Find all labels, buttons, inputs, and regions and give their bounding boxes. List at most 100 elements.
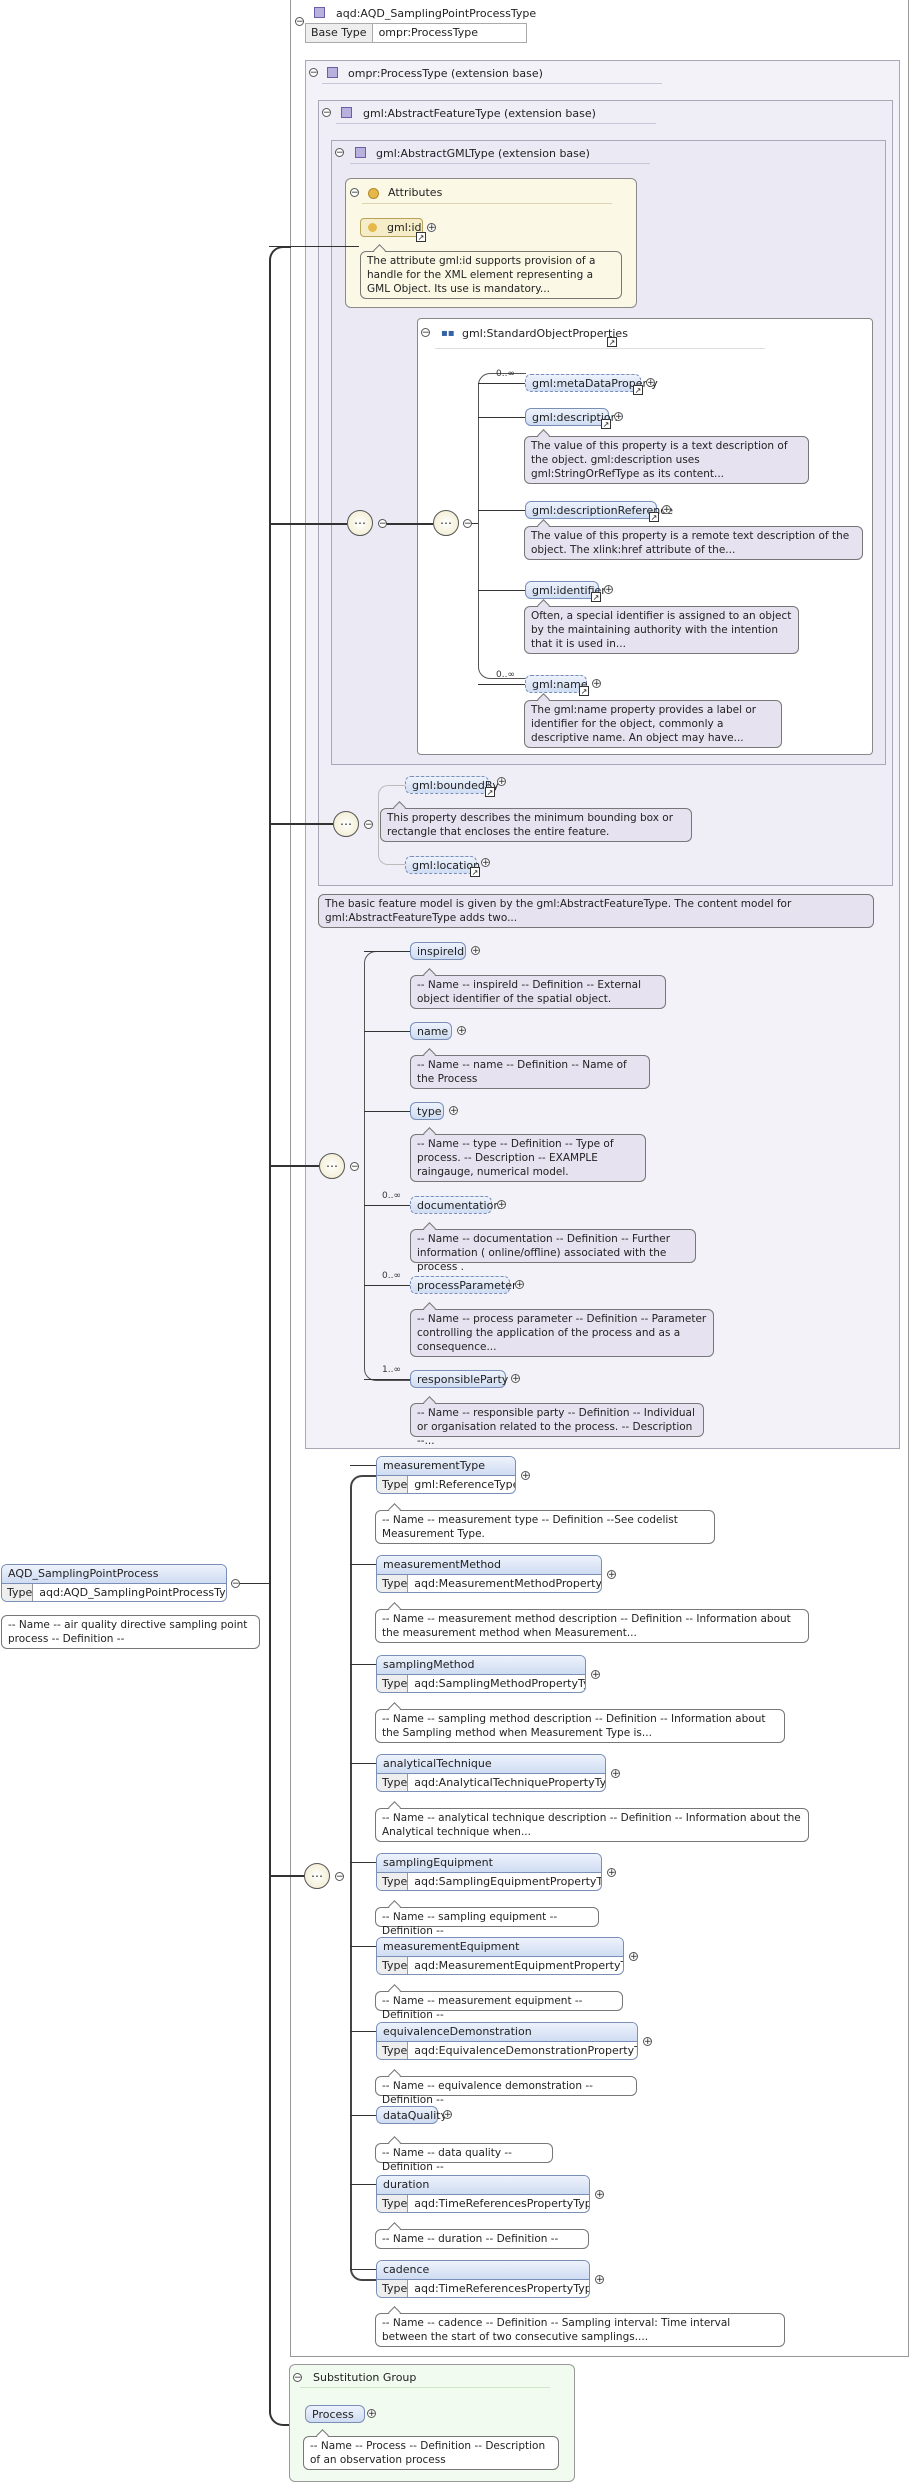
element-process-item[interactable]: type <box>410 1102 444 1120</box>
substitution-doc: -- Name -- Process -- Definition -- Desc… <box>303 2436 559 2470</box>
expand-icon[interactable]: + <box>604 585 613 595</box>
expand-icon[interactable]: + <box>614 412 623 422</box>
connector <box>350 1465 376 1466</box>
collapse-attributes-icon[interactable]: − <box>350 188 359 198</box>
link-icon[interactable]: ↗ <box>470 867 480 877</box>
collapse-abstract-gml-icon[interactable]: − <box>335 148 344 158</box>
link-icon[interactable]: ↗ <box>485 787 495 797</box>
element-process-item[interactable]: processParameter <box>410 1276 517 1294</box>
expand-icon[interactable]: + <box>643 2037 652 2047</box>
collapse-sequence-icon[interactable]: − <box>364 820 373 830</box>
element-doc: -- Name -- process parameter -- Definiti… <box>410 1309 714 1357</box>
collapse-sequence-icon[interactable]: − <box>335 1872 344 1882</box>
element-name: measurementEquipment <box>377 1938 623 1957</box>
process-bracket <box>364 951 410 1381</box>
main-bracket <box>269 246 291 2426</box>
expand-icon[interactable]: + <box>497 1200 506 1210</box>
multiplicity-label: 0..∞ <box>382 1271 401 1281</box>
expand-icon[interactable]: + <box>481 858 490 868</box>
element-gml-location[interactable]: gml:location <box>405 856 480 874</box>
connector <box>269 823 333 825</box>
expand-icon[interactable]: + <box>521 1471 530 1481</box>
divider <box>435 348 765 349</box>
collapse-root-icon[interactable]: − <box>295 17 304 27</box>
element-doc: -- Name -- analytical technique descript… <box>375 1808 809 1842</box>
collapse-main-icon[interactable]: − <box>231 1579 240 1589</box>
collapse-sop-icon[interactable]: − <box>421 328 430 338</box>
expand-attribute-icon[interactable]: + <box>427 223 436 233</box>
expand-icon[interactable]: + <box>629 1952 638 1962</box>
expand-icon[interactable]: + <box>457 1026 466 1036</box>
element-process-item[interactable]: documentation <box>410 1196 500 1214</box>
bounded-by-doc: This property describes the minimum boun… <box>380 808 692 842</box>
element-sop-item[interactable]: gml:metaDataProperty <box>525 374 658 392</box>
expand-icon[interactable]: + <box>611 1769 620 1779</box>
element-sop-item[interactable]: gml:name <box>525 675 588 693</box>
expand-icon[interactable]: + <box>646 378 655 388</box>
connector <box>478 684 526 685</box>
divider <box>300 2387 550 2388</box>
process-type-title: ompr:ProcessType (extension base) <box>348 67 543 80</box>
element-name: measurementMethod <box>377 1556 601 1575</box>
element-sop-item[interactable]: gml:identifier <box>525 581 606 599</box>
element-sop-item[interactable]: gml:description <box>525 408 618 426</box>
expand-icon[interactable]: + <box>515 1280 524 1290</box>
expand-icon[interactable]: + <box>595 2190 604 2200</box>
expand-icon[interactable]: + <box>511 1374 520 1384</box>
element-process-item[interactable]: name <box>410 1022 452 1040</box>
collapse-sequence-icon[interactable]: − <box>378 519 387 529</box>
multiplicity-label: 0..∞ <box>496 369 515 379</box>
expand-icon[interactable]: + <box>497 777 506 787</box>
type-value: aqd:TimeReferencesPropertyType <box>414 2282 590 2295</box>
multiplicity-label: 1..∞ <box>382 1365 401 1375</box>
attribute-gml-id[interactable]: gml:id <box>360 218 423 237</box>
element-doc: -- Name -- inspireId -- Definition -- Ex… <box>410 975 666 1009</box>
sequence-icon: ⋯ <box>304 1863 330 1889</box>
collapse-abstract-feature-icon[interactable]: − <box>322 108 331 118</box>
element-gml-bounded-by[interactable]: gml:boundedBy <box>405 776 499 794</box>
connector <box>387 523 433 524</box>
expand-icon[interactable]: + <box>443 2110 452 2120</box>
element-aqd-item[interactable]: dataQuality <box>376 2106 447 2124</box>
expand-icon[interactable]: + <box>662 505 671 515</box>
element-name: equivalenceDemonstration <box>377 2023 637 2042</box>
expand-icon[interactable]: + <box>595 2275 604 2285</box>
expand-icon[interactable]: + <box>607 1570 616 1580</box>
connector <box>269 246 359 247</box>
attribute-gml-id-doc: The attribute gml:id supports provision … <box>360 251 622 299</box>
link-icon[interactable]: ↗ <box>607 337 617 347</box>
element-process-item[interactable]: responsibleParty <box>410 1370 508 1388</box>
link-icon[interactable]: ↗ <box>579 686 589 696</box>
expand-icon[interactable]: + <box>367 2409 376 2419</box>
link-icon[interactable]: ↗ <box>601 419 611 429</box>
collapse-substitution-icon[interactable]: − <box>293 2373 302 2383</box>
attribute-gml-id-label: gml:id <box>387 221 422 234</box>
element-process[interactable]: Process <box>305 2405 365 2423</box>
expand-icon[interactable]: + <box>471 946 480 956</box>
element-sop-item[interactable]: gml:descriptionReference <box>525 501 673 519</box>
expand-icon[interactable]: + <box>607 1868 616 1878</box>
expand-icon[interactable]: + <box>592 679 601 689</box>
collapse-process-type-icon[interactable]: − <box>309 68 318 78</box>
expand-icon[interactable]: + <box>591 1670 600 1680</box>
link-icon[interactable]: ↗ <box>633 385 643 395</box>
link-icon[interactable]: ↗ <box>416 232 426 242</box>
collapse-sequence-icon[interactable]: − <box>350 1162 359 1172</box>
expand-icon[interactable]: + <box>449 1106 458 1116</box>
link-icon[interactable]: ↗ <box>649 512 659 522</box>
link-icon[interactable]: ↗ <box>591 592 601 602</box>
collapse-sequence-icon[interactable]: − <box>463 519 472 529</box>
connector <box>478 417 526 418</box>
element-process-item[interactable]: inspireId <box>410 942 466 960</box>
